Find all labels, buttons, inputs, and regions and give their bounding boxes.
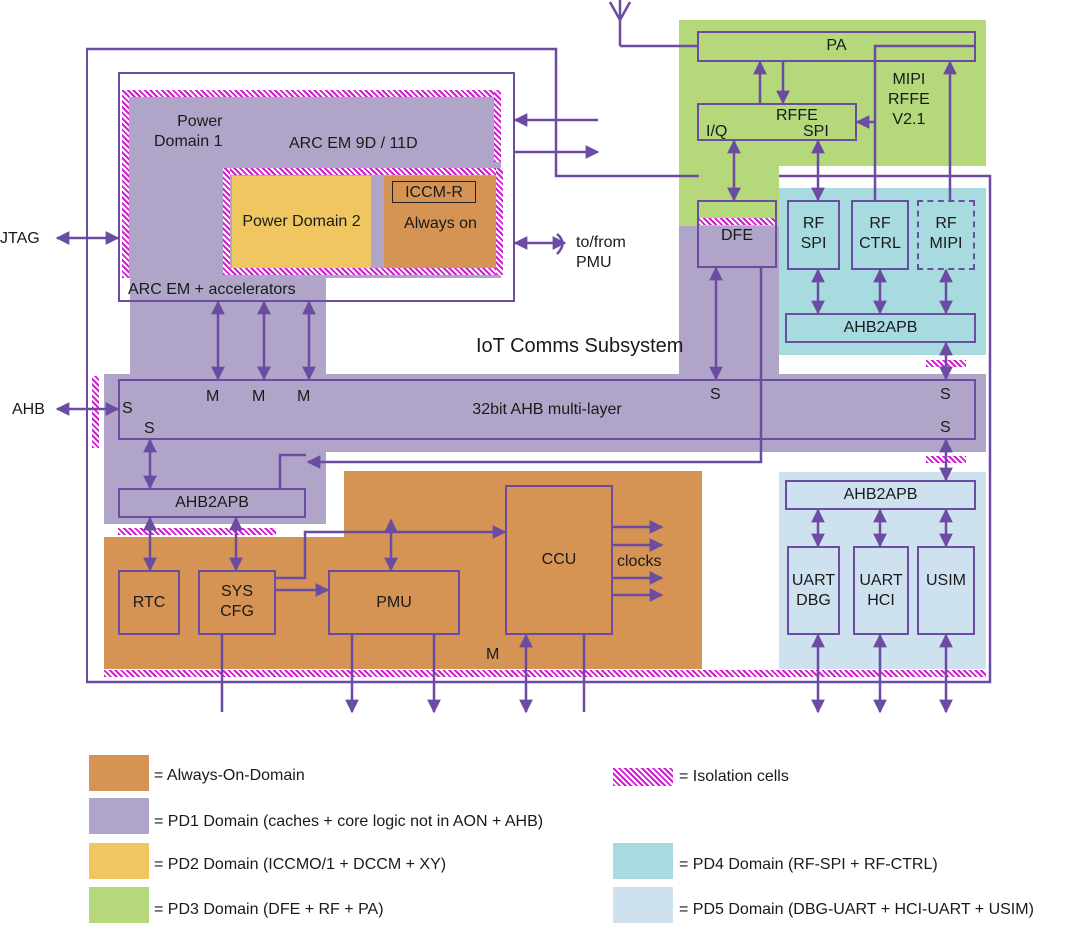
cpu-outline (118, 72, 515, 302)
slave-port-apb-left: S (144, 420, 155, 437)
legend-swatch-aon (89, 755, 149, 791)
ahb2apb-right-label: AHB2APB (843, 486, 918, 503)
ahb2apb-left-label: AHB2APB (175, 494, 249, 511)
power-domain-2-label: Power Domain 2 (242, 213, 361, 230)
always-on-region (384, 176, 497, 268)
mipi-rffe-label: MIPI RFFE V2.1 (888, 71, 930, 128)
to-from-pmu-label: to/from PMU (576, 234, 626, 271)
jtag-label: JTAG (0, 230, 40, 247)
ccu-label: CCU (541, 551, 577, 568)
ccu-box (505, 485, 613, 635)
ahb2apb-left-box (118, 488, 306, 518)
isolation-cells-dfe (698, 218, 776, 225)
power-domain-1-label: Power Domain 1 (154, 113, 223, 150)
ahb2apb-rf-label: AHB2APB (843, 319, 918, 336)
iccm-r-box (392, 181, 476, 203)
legend-text-isolation: = Isolation cells (679, 768, 789, 785)
master-port-2: M (252, 388, 266, 405)
rf-ctrl-label: RF CTRL (859, 215, 901, 252)
ahb-label: AHB (12, 401, 45, 418)
isolation-cells-pd2-left (223, 168, 230, 275)
pa-label: PA (826, 37, 847, 54)
legend-swatch-pd1 (89, 798, 149, 834)
always-on-label: Always on (404, 215, 477, 232)
bus-label: 32bit AHB multi-layer (472, 401, 622, 418)
rtc-label: RTC (132, 594, 166, 611)
arc-em-accelerators-label: ARC EM + accelerators (128, 281, 296, 298)
master-port-1: M (206, 388, 220, 405)
legend-text-pd3: = PD3 Domain (DFE + RF + PA) (154, 901, 384, 918)
arc-em-9d-11d-label: ARC EM 9D / 11D (289, 135, 418, 152)
legend-text-pd4: = PD4 Domain (RF-SPI + RF-CTRL) (679, 856, 938, 873)
slave-port-ahb: S (122, 400, 133, 417)
subsystem-title: IoT Comms Subsystem (476, 335, 684, 357)
isolation-cells-apb-left (118, 528, 276, 535)
rf-spi-label: RF SPI (800, 215, 827, 252)
legend-swatch-pd2 (89, 843, 149, 879)
legend-text-pd5: = PD5 Domain (DBG-UART + HCI-UART + USIM… (679, 901, 1034, 918)
usim-label: USIM (926, 572, 966, 589)
bottom-master-port: M (486, 646, 500, 663)
rf-mipi-label: RF MIPI (929, 215, 963, 252)
aon-region-main (104, 537, 702, 669)
legend-text-pd2: = PD2 Domain (ICCMO/1 + DCCM + XY) (154, 856, 447, 873)
isolation-cells-pd2-bottom (223, 268, 503, 275)
uart-dbg-label: UART DBG (791, 572, 836, 609)
isolation-cells-bottom (104, 670, 986, 677)
clocks-label: clocks (617, 553, 662, 570)
pmu-label: PMU (376, 594, 412, 611)
antenna-icon (608, 0, 632, 46)
legend-swatch-pd5 (613, 887, 673, 923)
spi-label: SPI (803, 123, 829, 140)
subsystem-outline-top-left (86, 49, 88, 682)
legend-text-pd1: = PD1 Domain (caches + core logic not in… (154, 813, 544, 830)
dfe-label: DFE (721, 227, 753, 244)
master-port-3: M (297, 388, 311, 405)
sys-cfg-label: SYS CFG (220, 583, 254, 620)
slave-port-apb-right: S (940, 419, 951, 436)
iq-label: I/Q (706, 123, 728, 140)
legend-swatch-pd4 (613, 843, 673, 879)
rffe-label: RFFE (776, 107, 818, 124)
isolation-cells-pd2-right (496, 168, 503, 275)
pd1-region-cpu-lower (130, 276, 326, 378)
legend-text-aon: = Always-On-Domain (154, 767, 305, 784)
legend-swatch-isolation (613, 768, 673, 786)
isolation-cells-pd1-left (122, 90, 129, 278)
legend-swatch-pd3 (89, 887, 149, 923)
iccm-r-label: ICCM-R (405, 184, 463, 201)
pd1-region-dfe (679, 226, 779, 376)
pd2-region (232, 176, 371, 268)
slave-port-rf: S (940, 386, 951, 403)
isolation-cells-pd2-top (223, 168, 503, 175)
isolation-cells-pd1-right (494, 90, 501, 162)
slave-port-dfe: S (710, 386, 721, 403)
uart-hci-label: UART HCI (859, 572, 903, 609)
isolation-cells-pd1-top (122, 90, 501, 97)
